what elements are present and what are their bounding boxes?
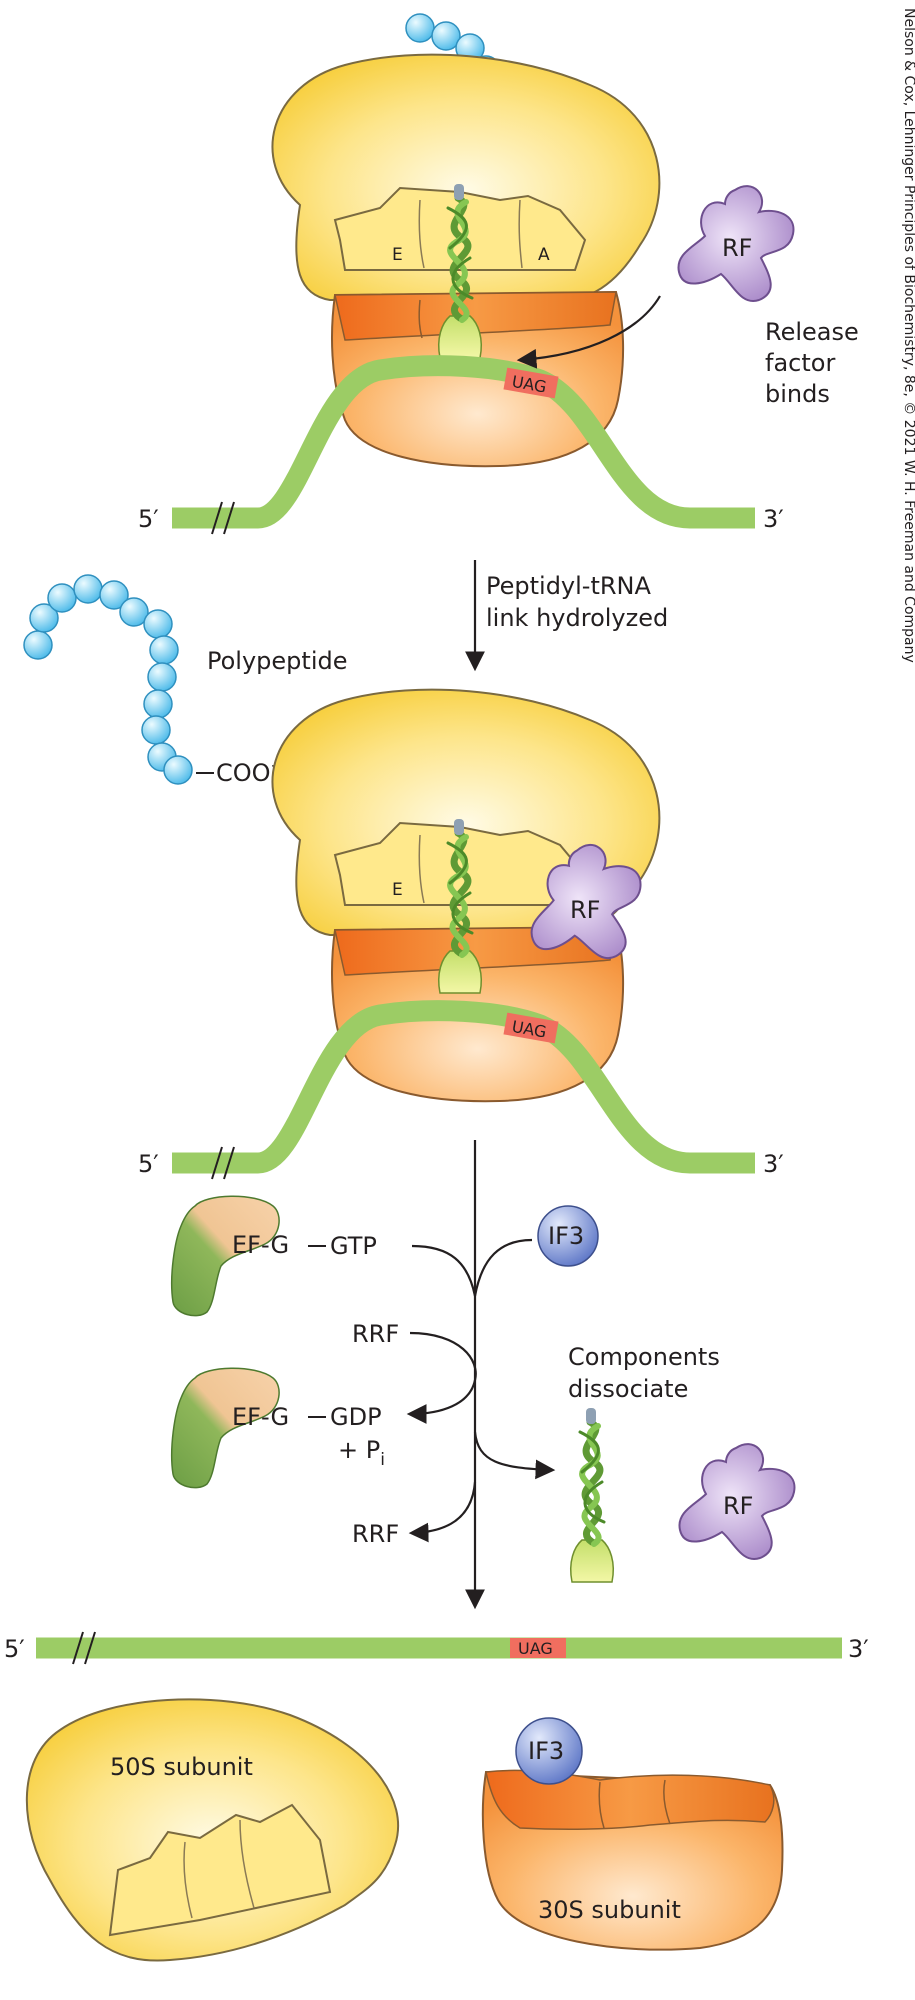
if3-bound: IF3 (515, 1717, 583, 1785)
amino-acid-bead (73, 574, 103, 604)
svg-text:RF: RF (723, 1492, 753, 1520)
small-subunit-label: 30S subunit (538, 1896, 681, 1924)
amino-acid-bead (141, 715, 171, 745)
components-dissociate-caption: Components dissociate (568, 1343, 720, 1403)
rf-binding-arrow (516, 295, 661, 369)
copyright-credit: Nelson & Cox, Lehninger Principles of Bi… (901, 8, 915, 663)
released-release-factor: RF (678, 1443, 796, 1561)
amino-acid-bead (143, 689, 173, 719)
three-prime-label: 3′ (763, 505, 784, 533)
mrna-strand (172, 355, 755, 529)
efg-gtp: EF-G GTP (170, 1195, 377, 1317)
svg-text:Peptidyl-tRNA: Peptidyl-tRNA (486, 572, 652, 600)
svg-text:dissociate: dissociate (568, 1375, 688, 1403)
svg-text:3′: 3′ (763, 1150, 784, 1178)
svg-text:GTP: GTP (330, 1232, 377, 1260)
svg-text:3′: 3′ (848, 1635, 869, 1663)
efg-gdp: EF-G GDP + Pi (170, 1367, 385, 1489)
pi-label: + Pi (338, 1436, 385, 1470)
five-prime-label: 5′ (138, 505, 159, 533)
if3-factor: IF3 (537, 1205, 599, 1267)
svg-text:5′: 5′ (138, 1150, 159, 1178)
e-site-label-2: E (392, 880, 403, 900)
bound-release-factor: RF (519, 837, 652, 970)
stage1-ribosome-complex: E A UAG 5′ 3′ RF Release factor bind (138, 13, 859, 535)
rf-binds-caption: Release factor binds (765, 318, 859, 408)
step-arrow-hydrolysis: Peptidyl-tRNA link hydrolyzed (465, 560, 668, 672)
svg-text:RF: RF (570, 896, 600, 924)
large-subunit-50s: 50S subunit (25, 1698, 400, 1962)
amino-acid-bead (149, 635, 179, 665)
e-site-label: E (392, 245, 403, 265)
amino-acid-bead (99, 580, 129, 610)
small-subunit-30s: 30S subunit (481, 1769, 784, 1951)
uag-codon-2: UAG (503, 1012, 559, 1044)
released-polypeptide (23, 574, 193, 785)
svg-text:5′: 5′ (4, 1635, 25, 1663)
released-trna-icon (571, 1408, 614, 1582)
svg-text:binds: binds (765, 380, 830, 408)
amino-acid-bead (23, 630, 53, 660)
amino-acid-bead (119, 597, 149, 627)
release-factor: RF (677, 185, 795, 303)
svg-text:Release: Release (765, 318, 859, 346)
amino-acid-bead (431, 21, 461, 51)
svg-text:GDP: GDP (330, 1403, 382, 1431)
uag-codon-3 (510, 1638, 566, 1658)
amino-acid-bead (147, 662, 177, 692)
rrf-out-label: RRF (352, 1520, 399, 1548)
polypeptide-label: Polypeptide (207, 647, 347, 675)
svg-text:link hydrolyzed: link hydrolyzed (486, 604, 668, 632)
amino-acid-bead (163, 755, 193, 785)
large-subunit-label: 50S subunit (110, 1753, 253, 1781)
svg-text:factor: factor (765, 349, 835, 377)
rrf-in-label: RRF (352, 1320, 399, 1348)
amino-acid-bead (143, 609, 173, 639)
stage3-dissociation: EF-G GTP IF3 RRF EF-G GDP + Pi RRF Compo… (170, 1140, 796, 1610)
svg-text:Components: Components (568, 1343, 720, 1371)
amino-acid-bead (405, 13, 435, 43)
stage4-separated-subunits: UAG 5′ 3′ 50S subunit 30S subunit IF3 (4, 1631, 869, 1962)
svg-text:EF-G: EF-G (232, 1231, 289, 1259)
mrna-break-mark (211, 501, 235, 535)
rf-label: RF (722, 234, 752, 262)
svg-text:IF3: IF3 (548, 1222, 584, 1250)
uag-codon: UAG (503, 367, 559, 399)
stage2-ribosome-complex: Polypeptide COO− E RF UAG 5′ 3′ (23, 574, 784, 1180)
amino-acid-bead (29, 603, 59, 633)
svg-text:EF-G: EF-G (232, 1403, 289, 1431)
amino-acid-bead (47, 583, 77, 613)
a-site-label: A (538, 245, 550, 265)
svg-text:IF3: IF3 (528, 1737, 564, 1765)
svg-text:UAG: UAG (518, 1639, 553, 1658)
